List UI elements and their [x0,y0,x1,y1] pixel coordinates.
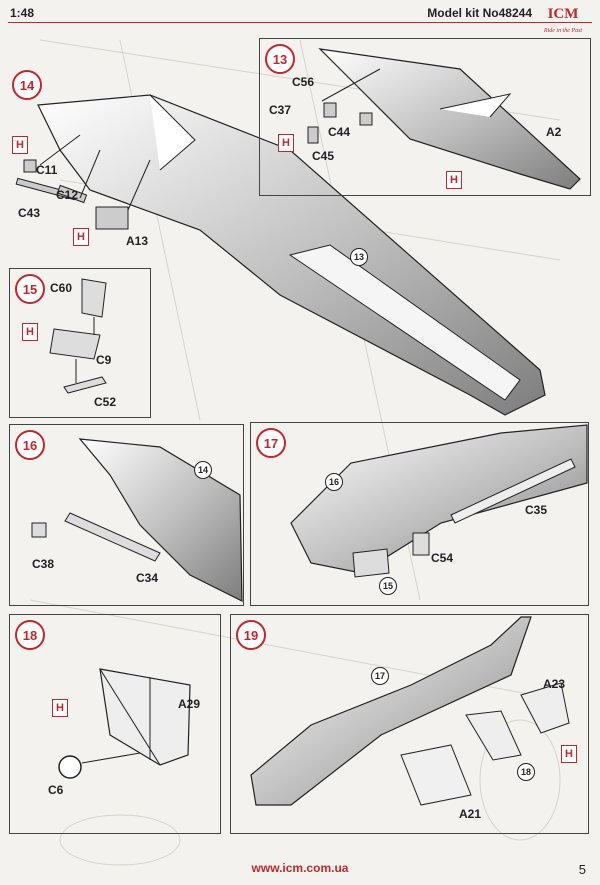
glue-h-marker: H [561,745,577,763]
part-c34: C34 [136,571,159,585]
step-13-number: 13 [265,44,295,74]
part-c52: C52 [94,395,117,409]
step-17-drawing [290,424,588,578]
glue-h-marker: H [278,134,294,152]
step-18-panel: 18 A29 C6 H [9,614,221,834]
step-ref-17: 17 [371,667,389,685]
part-c60: C60 [50,281,73,295]
scale-label: 1:48 [10,6,35,20]
part-c44: C44 [328,125,351,139]
part-c54: C54 [431,551,454,565]
part-c38: C38 [32,557,55,571]
part-c9: C9 [96,353,112,367]
part-c56: C56 [292,75,315,89]
step-16-panel: 16 C38 C34 14 [9,424,244,606]
step-19-number: 19 [236,620,266,650]
step-ref-16: 16 [325,473,343,491]
step-13-drawing [307,48,581,190]
step-15-panel: 15 C60 C9 C52 H [9,268,151,418]
glue-h-marker: H [12,136,28,154]
step-16-drawing [31,438,243,602]
step-19-panel: 19 A23 A21 H 17 18 [230,614,589,834]
footer-url[interactable]: www.icm.com.ua [251,861,349,875]
step-17-panel: 17 C35 C54 16 15 [250,422,589,606]
step-15-drawing [49,278,107,394]
part-c45: C45 [312,149,335,163]
step-16-number: 16 [15,430,45,460]
step-14-number: 14 [12,70,42,100]
step-ref-15: 15 [379,577,397,595]
brand-logo: ICM Ride in the Past [538,2,588,38]
step-ref-14: 14 [194,461,212,479]
step-19-drawing [250,616,570,806]
part-a21: A21 [459,807,482,821]
step-15-number: 15 [15,274,45,304]
header-rule [8,22,592,23]
part-c43: C43 [18,206,41,220]
part-a23: A23 [543,677,566,691]
model-kit-label: Model kit No48244 [427,6,532,20]
part-c35: C35 [525,503,548,517]
part-c11: C11 [36,163,58,177]
part-a2: A2 [546,125,562,139]
brand-tagline: Ride in the Past [543,28,582,34]
step-17-number: 17 [256,428,286,458]
step-18-drawing [58,668,191,779]
part-c6: C6 [48,783,64,797]
glue-h-marker: H [22,323,38,341]
page-number: 5 [578,862,586,877]
glue-h-marker: H [73,228,89,246]
glue-h-marker: H [52,699,68,717]
part-a13: A13 [126,234,149,248]
step-18-number: 18 [15,620,45,650]
step-ref-13: 13 [350,248,368,266]
step-13-panel: 13 C56 C37 C44 C45 A2 H H [259,38,591,196]
part-a29: A29 [178,697,201,711]
part-c37: C37 [269,103,292,117]
part-c12: C12 [56,188,79,202]
glue-h-marker: H [446,171,462,189]
step-ref-18: 18 [517,763,535,781]
brand-name: ICM [548,6,579,22]
